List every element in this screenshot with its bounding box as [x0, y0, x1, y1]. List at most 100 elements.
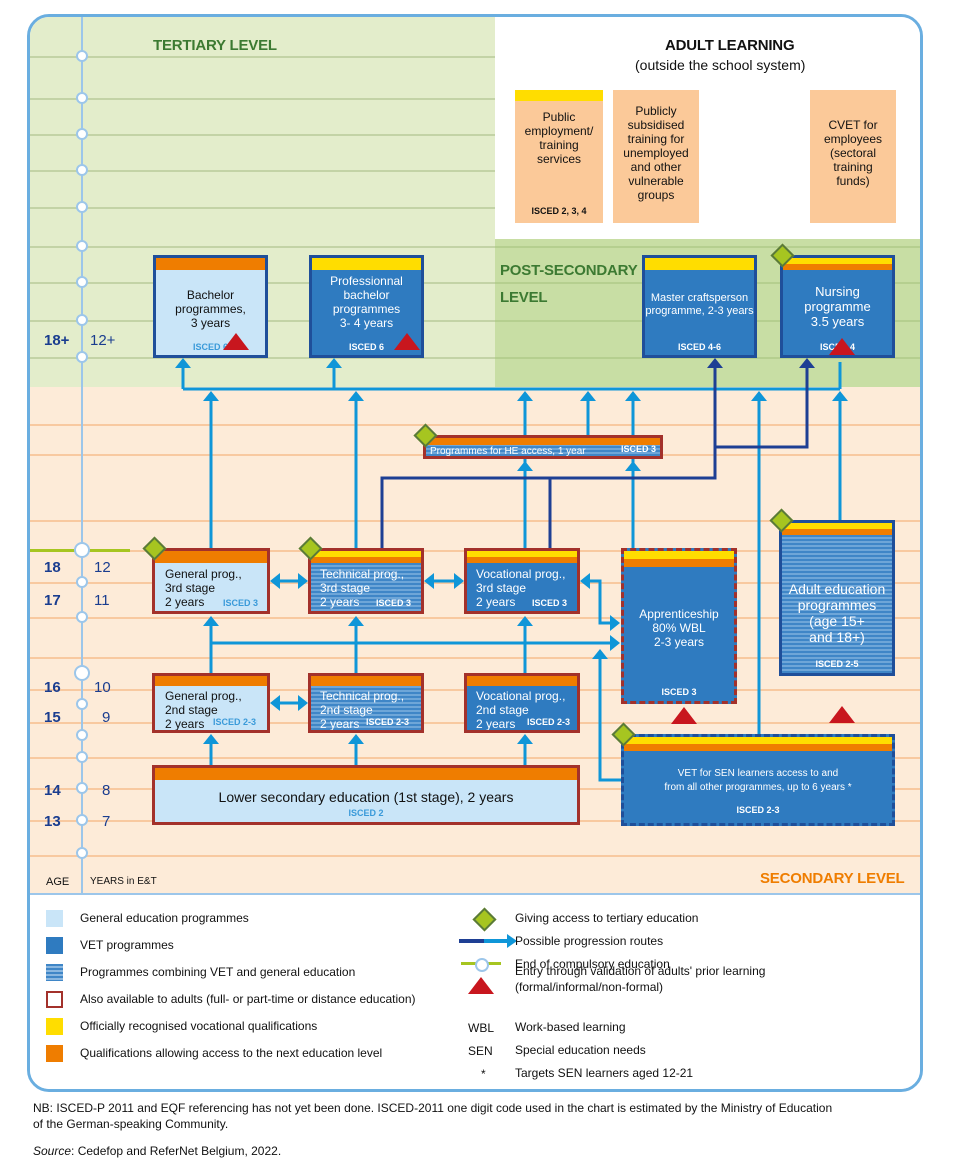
programme-label-line: 3 years — [190, 316, 231, 330]
validation-triangle-icon — [829, 706, 855, 723]
legend-label: VET programmes — [80, 938, 174, 952]
legend-label: Possible progression routes — [515, 934, 664, 948]
age-header: AGE — [46, 876, 70, 888]
programme-label-line: 2nd stage — [320, 703, 373, 717]
programme-label-line: 3- 4 years — [339, 316, 394, 330]
programme-label-line: Nursing programme — [804, 284, 871, 314]
arrowhead-icon — [175, 358, 191, 368]
orange-bar — [624, 559, 734, 567]
arrowhead-icon — [610, 635, 620, 651]
isced-label: ISCED 3 — [223, 598, 259, 608]
programme-label-line: Professionnal — [330, 274, 403, 288]
legend-label: Special education needs — [515, 1043, 646, 1057]
programme-label-line: General prog., — [165, 567, 242, 581]
adult-box-line: groups — [637, 188, 675, 202]
programme-label-line: programmes, — [175, 302, 246, 316]
programme-label-line: Technical prog., — [320, 689, 405, 703]
yellow-bar — [312, 258, 421, 270]
programme-label-line: programme, 2-3 years — [645, 305, 754, 317]
grid-line — [495, 246, 920, 248]
arrowhead-icon — [424, 573, 434, 589]
programme-label-line: 2nd stage — [165, 703, 218, 717]
orange-bar — [155, 768, 577, 780]
timeline-node — [76, 201, 88, 213]
programme-label-line: 3rd stage — [320, 581, 371, 595]
arrowhead-icon — [580, 573, 590, 589]
footnote-nb-line2: of the German-speaking Community. — [33, 1117, 229, 1131]
legend-label: Work-based learning — [515, 1020, 626, 1034]
programme-label-line: 2 years — [476, 595, 516, 609]
isced-label: ISCED 2-3 — [527, 717, 571, 727]
adult-box-line: Public — [542, 110, 576, 124]
programme-label: VET for SEN learners access to and from a… — [624, 767, 892, 795]
age-label: 16 — [44, 679, 61, 696]
programme-label-line: VET for SEN learners access to and — [677, 768, 839, 779]
programme-label-line: 2 years — [320, 595, 360, 609]
grid-line — [30, 424, 920, 426]
timeline-node — [76, 314, 88, 326]
programme-label-line: 2-3 years — [653, 635, 705, 649]
arrowhead-icon — [751, 391, 767, 401]
timeline-node — [76, 782, 88, 794]
legend-label: Officially recognised vocational qualifi… — [80, 1019, 318, 1033]
programme-label-line: bachelor — [343, 288, 390, 302]
yellow-bar — [783, 258, 892, 264]
isced-label: ISCED 2-3 — [736, 805, 780, 815]
timeline-node — [76, 240, 88, 252]
programme-label: Lower secondary education (1st stage), 2… — [218, 789, 514, 805]
age-label: 14 — [44, 782, 61, 799]
adult-box-line: employment/ — [524, 124, 594, 138]
progression-route — [598, 659, 621, 782]
age-label: 17 — [44, 592, 61, 609]
adult-box-line: (sectoral — [829, 146, 876, 160]
isced-label: ISCED 2-3 — [366, 717, 410, 727]
programme-label-line: 2 years — [165, 595, 205, 609]
vet-swatch — [46, 937, 63, 954]
grid-line — [30, 246, 495, 248]
validation-triangle-icon — [394, 333, 420, 350]
years-label: 11 — [94, 592, 110, 609]
programme-label-line: Technical prog., — [320, 567, 405, 581]
grid-line — [30, 207, 495, 209]
legend-label: Giving access to tertiary education — [515, 911, 699, 925]
timeline-node — [76, 276, 88, 288]
adult-box-line: training for — [627, 132, 685, 146]
legend-label: Entry through validation of adults' prio… — [515, 964, 766, 978]
programme-label-line: from all other programmes, up to 6 years… — [664, 782, 852, 793]
orange-bar — [156, 258, 265, 270]
tertiary-level-title: TERTIARY LEVEL — [153, 37, 277, 54]
adult-box-line: and other — [630, 160, 682, 174]
yellow-bar — [515, 90, 603, 101]
isced-label: ISCED 2-3 — [213, 717, 257, 727]
timeline-node — [74, 542, 90, 558]
years-label: 10 — [94, 679, 111, 696]
arrowhead-icon — [625, 391, 641, 401]
programme-label-line: 80% WBL — [652, 621, 706, 635]
lower-secondary-box: Lower secondary education (1st stage), 2… — [152, 765, 580, 825]
arrowhead-icon — [707, 358, 723, 368]
arrowhead-icon — [517, 391, 533, 401]
isced-label: ISCED 3 — [376, 598, 412, 608]
arrowhead-icon — [298, 573, 308, 589]
legend-abbr: WBL — [468, 1021, 495, 1035]
adult-box-line: training — [833, 160, 873, 174]
secondary-level-title: SECONDARY LEVEL — [760, 870, 905, 887]
programme-label-line: 3.5 years — [810, 314, 865, 329]
progression-route — [715, 367, 809, 449]
arrowhead-icon — [454, 573, 464, 589]
isced-label: ISCED 3 — [661, 687, 697, 697]
arrowhead-icon — [507, 934, 517, 948]
arrowhead-icon — [203, 734, 219, 744]
